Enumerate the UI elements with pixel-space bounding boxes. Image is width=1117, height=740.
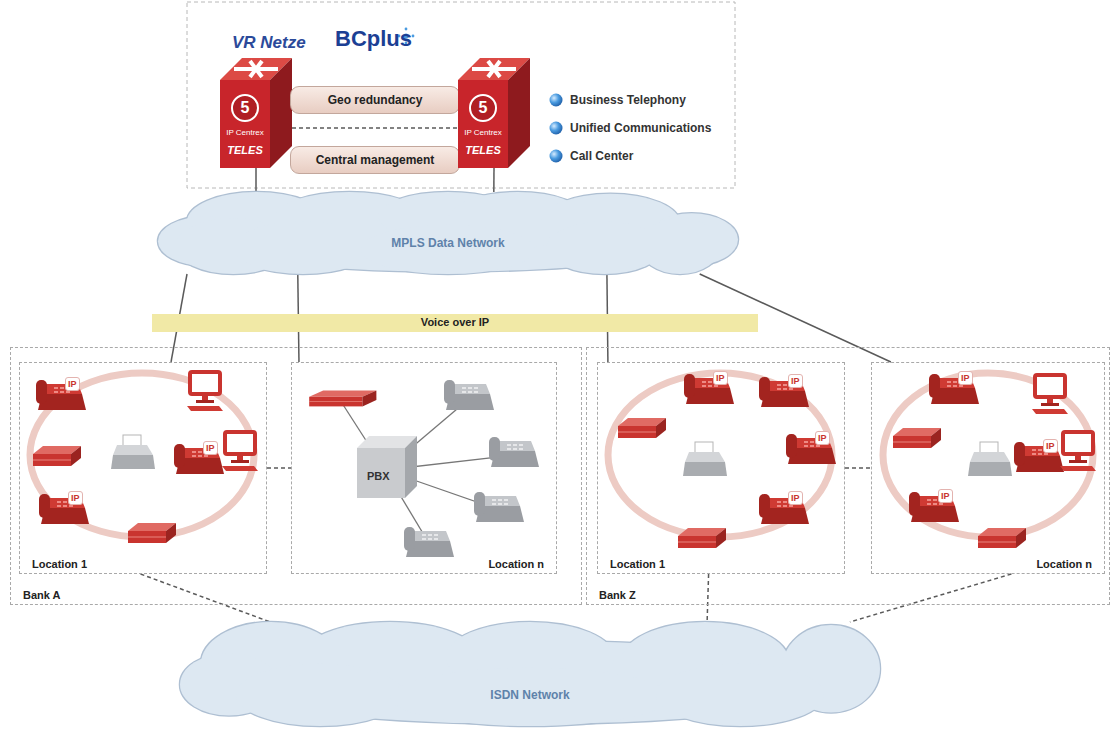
cloud-shape xyxy=(180,622,880,726)
ip-tag: IP xyxy=(713,371,728,385)
service-item: Call Center xyxy=(570,149,633,163)
ip-tag: IP xyxy=(788,491,803,505)
voip-gateway xyxy=(128,523,176,543)
ip-tag: IP xyxy=(938,489,953,503)
service-item: Unified Communications xyxy=(570,121,711,135)
dashed-link xyxy=(267,467,291,469)
dashed-link xyxy=(141,574,271,622)
region-name: Location 1 xyxy=(610,558,665,570)
cloud-shape xyxy=(158,192,738,274)
box-label: Voice over IP xyxy=(152,314,758,330)
ip-tag: IP xyxy=(68,491,83,505)
network-name: ISDN Network xyxy=(180,687,880,703)
dashed-link xyxy=(707,574,709,622)
ip-tag: IP xyxy=(65,377,80,391)
box-label: Central management xyxy=(291,147,459,173)
analog-phone xyxy=(444,380,494,410)
fax-machine xyxy=(968,442,1012,476)
voip-gateway xyxy=(978,528,1026,548)
ip-tag: IP xyxy=(203,441,218,455)
region-name: Location n xyxy=(488,558,544,570)
computer xyxy=(1032,375,1068,414)
region-name: Location 1 xyxy=(32,558,87,570)
bank-region: Bank A Location 1 Location n xyxy=(10,347,582,605)
region-name: Bank Z xyxy=(599,589,636,601)
product-name: IP Centrex xyxy=(458,128,508,137)
server-cube: 5 IP CentrexTELES xyxy=(220,58,292,168)
fax-machine xyxy=(111,435,155,469)
brand-name: TELES xyxy=(458,144,508,156)
fax-machine xyxy=(683,442,727,476)
location-region: Location n xyxy=(291,362,557,574)
voip-gateway xyxy=(678,528,726,548)
box-label: Geo redundancy xyxy=(291,87,459,113)
feature-box: Geo redundancy xyxy=(290,86,460,114)
pbx-cube xyxy=(357,436,417,498)
feature-box: Central management xyxy=(290,146,460,174)
analog-phone xyxy=(404,527,454,557)
server-cube: 5 IP CentrexTELES xyxy=(458,58,530,168)
computer xyxy=(222,432,258,471)
provider-frame xyxy=(187,2,735,188)
network-cloud: ISDN Network xyxy=(180,622,880,726)
service-bullets xyxy=(550,94,563,163)
ip-tag: IP xyxy=(1043,439,1058,453)
network-cloud: MPLS Data Network xyxy=(158,192,738,274)
region-name: Bank A xyxy=(23,589,61,601)
bank-region: Bank Z Location 1 Location n xyxy=(586,347,1110,605)
computer xyxy=(187,372,223,411)
analog-phone xyxy=(489,437,539,467)
protocol-band: Voice over IP xyxy=(152,314,758,332)
voip-gateway xyxy=(33,446,81,466)
ip-tag: IP xyxy=(815,431,830,445)
version-number: 5 xyxy=(233,96,257,120)
computer xyxy=(1060,432,1096,471)
dashed-link xyxy=(292,127,458,129)
region-name: Location n xyxy=(1036,558,1092,570)
analog-phone xyxy=(474,492,524,522)
location-region: Location n xyxy=(871,362,1105,574)
brand-name: TELES xyxy=(220,144,270,156)
network-name: MPLS Data Network xyxy=(158,235,738,251)
version-number: 5 xyxy=(471,96,495,120)
location-region: Location 1 xyxy=(597,362,845,574)
voip-gateway xyxy=(893,428,941,448)
device-label: PBX xyxy=(367,470,390,482)
location-ring xyxy=(30,373,1093,537)
voip-gateway xyxy=(309,390,376,406)
dashed-link xyxy=(850,574,1012,622)
pbx-wires xyxy=(340,398,515,545)
network-link xyxy=(255,168,257,192)
logo-text: BCplus xyxy=(335,26,412,52)
location-region: Location 1 xyxy=(19,362,267,574)
dashed-link xyxy=(845,467,871,469)
logo-text: VR Netze xyxy=(232,33,306,53)
voip-gateway xyxy=(618,418,666,438)
product-name: IP Centrex xyxy=(220,128,270,137)
network-link xyxy=(493,168,495,192)
service-item: Business Telephony xyxy=(570,93,686,107)
ip-tag: IP xyxy=(958,371,973,385)
ip-tag: IP xyxy=(788,374,803,388)
